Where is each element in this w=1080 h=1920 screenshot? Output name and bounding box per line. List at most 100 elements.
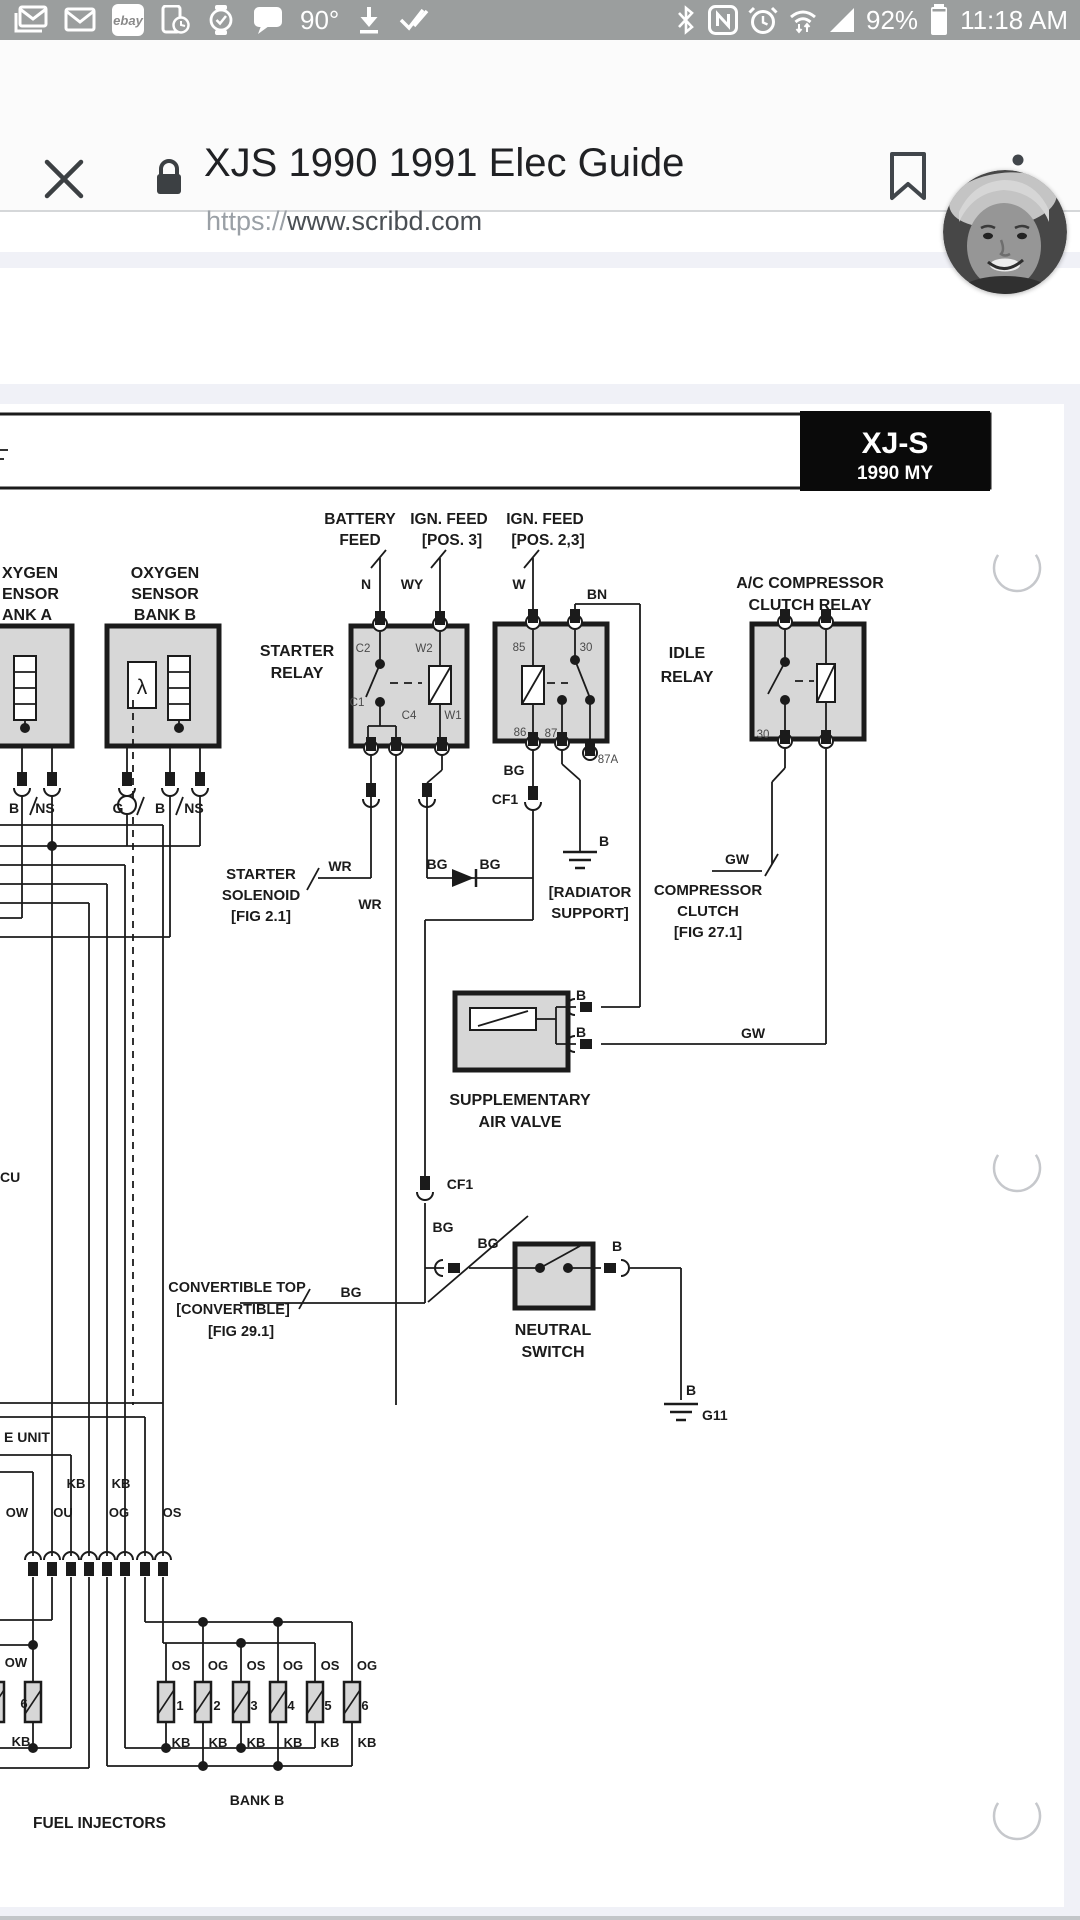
- wire: [430, 549, 447, 569]
- diagram-label: NS: [184, 800, 203, 816]
- bookmark-icon[interactable]: [886, 150, 930, 202]
- diagram-label: CLUTCH: [677, 903, 739, 920]
- injector-diagonal: [232, 1689, 250, 1715]
- diagram-label: RELAY: [271, 665, 324, 682]
- play-protect-icon: [400, 8, 429, 31]
- diagram-label: OXYGEN: [131, 565, 199, 582]
- connector-socket: [161, 787, 179, 797]
- wire: [428, 665, 452, 705]
- avatar-photo: [943, 170, 1067, 294]
- diagram-label: SUPPORT]: [551, 905, 629, 922]
- diagram-label: N: [361, 576, 371, 592]
- diagram-label: NEUTRAL: [515, 1322, 592, 1339]
- connector-pin: [47, 772, 57, 786]
- terminal-pin: [375, 611, 385, 625]
- diagram-label: W1: [444, 710, 461, 722]
- wire: [136, 796, 145, 816]
- terminal-pin: [366, 737, 376, 751]
- alarm-icon: [748, 6, 778, 34]
- connector-pin: [604, 1263, 616, 1273]
- gmail-icon: [64, 7, 96, 32]
- gmail-stack-icon: [14, 5, 48, 33]
- diagram-label: 1990 MY: [857, 463, 933, 484]
- junction-dot: [198, 1761, 208, 1771]
- wire: [477, 1010, 529, 1027]
- lock-icon: [157, 159, 181, 194]
- diagram-label: 3: [250, 1698, 257, 1713]
- junction-dot: [236, 1638, 246, 1648]
- diagram-label: B: [576, 987, 586, 1003]
- connector-socket: [418, 798, 436, 808]
- connector-socket: [80, 1551, 98, 1561]
- signal-icon: [830, 8, 855, 32]
- diagram-label: BG: [433, 1219, 454, 1235]
- diagram-label: SUPPLEMENTARY: [449, 1092, 591, 1109]
- diagram-label: SWITCH: [521, 1344, 584, 1361]
- diagram-label: [POS. 3]: [422, 532, 482, 549]
- injector-diagonal: [24, 1689, 42, 1715]
- diagram-label: KB: [67, 1476, 86, 1491]
- diagram-label: STARTER: [226, 866, 296, 883]
- connector-pin: [28, 1562, 38, 1576]
- terminal-pin: [557, 732, 567, 746]
- junction-dot: [28, 1743, 38, 1753]
- diagram-label: OG: [357, 1658, 377, 1673]
- diagram-label: [POS. 2,3]: [511, 532, 584, 549]
- close-icon[interactable]: [44, 159, 84, 199]
- junction-dot: [273, 1761, 283, 1771]
- diagram-label: C1: [350, 697, 365, 709]
- wire: [523, 549, 540, 569]
- diagram-label: E UNIT: [4, 1429, 50, 1445]
- diagram-label: A/C COMPRESSOR: [736, 575, 884, 592]
- diagram-label: KB: [247, 1735, 266, 1750]
- terminal-pin: [435, 611, 445, 625]
- diagram-label: [RADIATOR: [549, 884, 632, 901]
- diagram-label: GW: [741, 1025, 766, 1041]
- diagram-label: XJ-S: [862, 427, 929, 460]
- wire: [561, 763, 581, 781]
- notification-icons: ebay 90°: [12, 0, 429, 40]
- terminal-pin: [437, 737, 447, 751]
- injector-diagonal: [157, 1689, 175, 1715]
- diagram-label: OU: [53, 1505, 73, 1520]
- terminal-pin: [570, 609, 580, 623]
- wire: [298, 1288, 311, 1310]
- junction-dot: [570, 655, 580, 665]
- junction-dot: [174, 723, 184, 733]
- injector-diagonal: [343, 1689, 361, 1715]
- connector-socket: [118, 787, 136, 797]
- diagram-label: 30: [757, 729, 770, 741]
- diagram-label: 30: [580, 642, 593, 654]
- status-bar: ebay 90° 92% 11:18 AM: [0, 0, 1080, 40]
- diagram-label: IGN. FEED: [410, 511, 488, 528]
- terminal-pin: [528, 732, 538, 746]
- wire: [771, 767, 786, 783]
- connector-pin: [84, 1562, 94, 1576]
- diagram-label: 6: [20, 1696, 27, 1711]
- connector-pin: [120, 1562, 130, 1576]
- connector-socket: [524, 801, 542, 811]
- diagram-label: BANK B: [134, 607, 196, 624]
- connector-socket: [62, 1551, 80, 1561]
- wire: [764, 853, 779, 877]
- bottom-strip: [0, 1907, 1080, 1920]
- diagram-label: OS: [172, 1658, 191, 1673]
- terminal-pin: [821, 609, 831, 623]
- wire: [426, 769, 443, 784]
- url-scheme: https://: [206, 206, 288, 236]
- ebay-icon: ebay: [112, 4, 144, 36]
- user-avatar[interactable]: [943, 170, 1067, 294]
- injector-diagonal: [269, 1689, 287, 1715]
- connector-socket: [362, 798, 380, 808]
- punch-hole: [992, 543, 1042, 593]
- messages-icon: [254, 7, 282, 34]
- injector-diagonal: [0, 1689, 5, 1698]
- connector-pin: [195, 772, 205, 786]
- junction-dot: [28, 1640, 38, 1650]
- component-box: [104, 623, 222, 749]
- diagram-label: 85: [513, 642, 526, 654]
- connector-socket: [566, 1035, 576, 1053]
- diagram-label: FUEL INJECTORS: [33, 1815, 166, 1832]
- diagram-label: 86: [514, 727, 527, 739]
